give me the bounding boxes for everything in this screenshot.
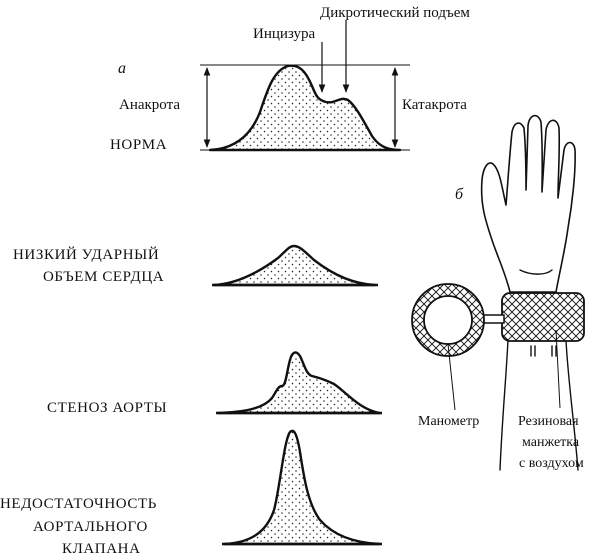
palm-crease bbox=[519, 269, 553, 275]
rubber-cuff bbox=[501, 292, 585, 342]
cuff-label-line3: с воздухом bbox=[519, 456, 584, 471]
normal-trace: Инцизура Дикротический подъем Анакрота К… bbox=[110, 5, 470, 153]
catacrota-label: Катакрота bbox=[402, 97, 467, 113]
cuff-label-line1: Резиновая bbox=[518, 414, 579, 429]
aortic-insufficiency-label-line3: КЛАПАНА bbox=[62, 541, 141, 555]
aortic-insufficiency-trace: НЕДОСТАТОЧНОСТЬ АОРТАЛЬНОГО КЛАПАНА bbox=[0, 429, 382, 555]
wrist-mark-2 bbox=[551, 345, 557, 357]
manometer-gauge bbox=[411, 283, 485, 357]
incisura-label: Инцизура bbox=[253, 26, 316, 42]
panel-a: а Инцизура Дикротический подъем Анакрота… bbox=[0, 5, 470, 555]
normal-pulse-curve bbox=[208, 64, 402, 152]
aortic-insufficiency-label-line2: АОРТАЛЬНОГО bbox=[33, 519, 148, 535]
wrist-mark-1 bbox=[530, 345, 536, 357]
hand-illustration bbox=[480, 114, 579, 471]
anacrota-label: Анакрота bbox=[119, 97, 180, 113]
wrist-right-line bbox=[565, 339, 579, 471]
aortic-stenosis-curve bbox=[216, 351, 382, 415]
low-stroke-volume-trace: НИЗКИЙ УДАРНЫЙ ОБЪЕМ СЕРДЦА bbox=[13, 244, 378, 287]
low-stroke-volume-label-line1: НИЗКИЙ УДАРНЫЙ bbox=[13, 246, 159, 263]
low-stroke-volume-label-line2: ОБЪЕМ СЕРДЦА bbox=[43, 269, 164, 285]
manometer-label: Манометр bbox=[418, 414, 479, 429]
manometer-face bbox=[423, 295, 473, 345]
cuff-label-line2: манжетка bbox=[522, 435, 580, 450]
panel-a-letter: а bbox=[118, 60, 126, 77]
panel-b: б Манометр Резиновая манжетка с воздухом bbox=[411, 114, 585, 471]
aortic-stenosis-label: СТЕНОЗ АОРТЫ bbox=[47, 400, 167, 416]
normal-label: НОРМА bbox=[110, 137, 167, 153]
aortic-insufficiency-label-line1: НЕДОСТАТОЧНОСТЬ bbox=[0, 496, 157, 512]
panel-b-letter: б bbox=[455, 186, 464, 203]
manometer-leader bbox=[447, 343, 456, 411]
hand-outline bbox=[480, 114, 576, 293]
cuff-leader bbox=[555, 329, 561, 409]
dicrotic-rise-label: Дикротический подъем bbox=[320, 5, 470, 21]
wrist-left-line bbox=[499, 339, 509, 471]
aortic-stenosis-trace: СТЕНОЗ АОРТЫ bbox=[47, 351, 382, 416]
low-stroke-volume-curve bbox=[212, 244, 377, 287]
aortic-insufficiency-curve bbox=[222, 429, 382, 546]
